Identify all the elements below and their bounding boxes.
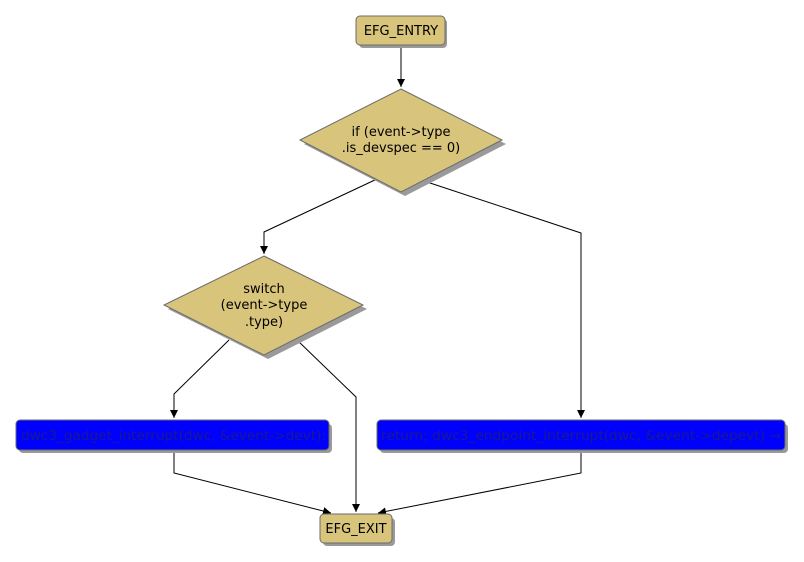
- action-endpoint-box: [376, 419, 786, 451]
- edge-switch-to-gadget: [170, 339, 230, 418]
- decision-switch-line-3: .type): [245, 315, 283, 330]
- edges: [170, 45, 585, 516]
- decision-switch-node[interactable]: switch (event->type .type): [162, 255, 367, 359]
- decision-devspec-diamond: [298, 88, 504, 193]
- entry-node-label: EFG_ENTRY: [364, 24, 438, 39]
- exit-node[interactable]: EFG_EXIT: [319, 513, 395, 546]
- entry-node-box: [355, 15, 446, 46]
- edge-devspec-to-switch: [260, 178, 378, 254]
- edge-gadget-to-exit: [173, 450, 332, 515]
- action-endpoint-label: return; dwc3_endpoint_interrupt(dwc, &ev…: [381, 429, 781, 444]
- edge-devspec-to-endpoint: [423, 180, 585, 418]
- action-gadget-node[interactable]: dwc3_gadget_interrupt(dwc, &event->devt)…: [15, 419, 332, 453]
- decision-switch-line-1: switch: [243, 282, 285, 297]
- decision-devspec-line-1: if (event->type: [351, 125, 450, 140]
- decision-switch-line-2: (event->type: [221, 298, 308, 313]
- decision-devspec-node[interactable]: if (event->type .is_devspec == 0): [298, 88, 506, 196]
- decision-devspec-line-2: .is_devspec == 0): [342, 141, 461, 156]
- exit-node-box: [319, 513, 393, 544]
- exit-node-label: EFG_EXIT: [325, 522, 386, 537]
- action-gadget-label: dwc3_gadget_interrupt(dwc, &event->devt)…: [21, 429, 326, 444]
- edge-endpoint-to-exit: [377, 450, 582, 516]
- entry-node[interactable]: EFG_ENTRY: [355, 15, 447, 48]
- action-gadget-box: [15, 419, 330, 451]
- edge-switch-to-exit: [296, 339, 360, 512]
- decision-switch-diamond: [162, 255, 365, 356]
- action-endpoint-node[interactable]: return; dwc3_endpoint_interrupt(dwc, &ev…: [376, 419, 788, 453]
